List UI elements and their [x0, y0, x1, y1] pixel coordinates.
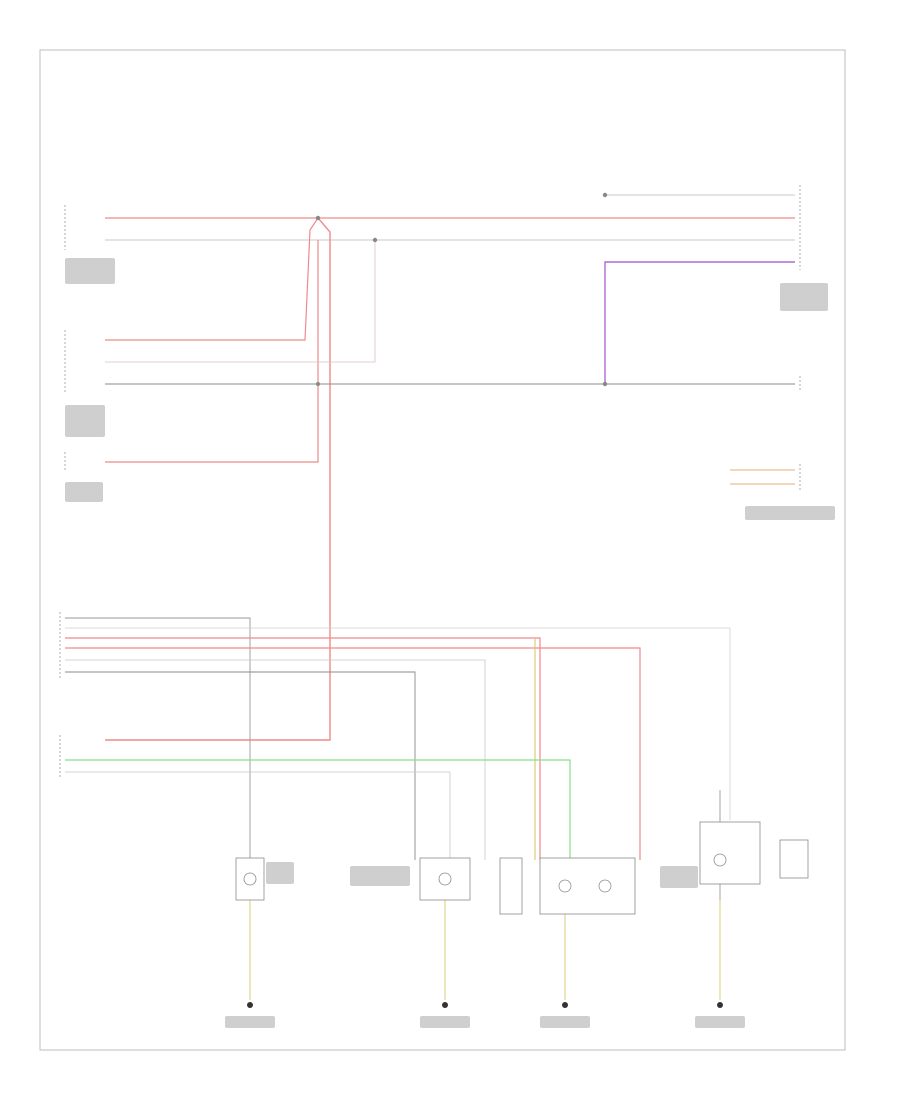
label-block-abs [65, 405, 105, 437]
diagram-frame [39, 49, 846, 1051]
splice-dark [602, 381, 608, 387]
label-block-lamp-center [350, 866, 410, 886]
ground-1 [247, 1002, 253, 1008]
bulb-4 [598, 879, 612, 893]
label-blocks [65, 258, 835, 1028]
label-block-ground-2 [420, 1016, 470, 1028]
label-block-lamp-left [266, 862, 294, 884]
wire-red-branch-2 [105, 240, 319, 463]
wire-bus-3 [65, 637, 541, 860]
label-block-ground-4 [695, 1016, 745, 1028]
splice-dark-2 [316, 382, 320, 386]
wire-bus-2 [65, 627, 731, 820]
label-block-ground-1 [225, 1016, 275, 1028]
label-block-brake-switch [780, 283, 828, 311]
bulb-1 [243, 872, 257, 886]
wire-green [65, 759, 571, 860]
lamp-housing-center [499, 857, 523, 915]
lamp-components [235, 821, 809, 915]
ground-4 [717, 1002, 723, 1008]
bulb-2 [438, 872, 452, 886]
lamp-housing-center-right [539, 857, 636, 915]
grounds [247, 1002, 723, 1008]
splice-grey [372, 237, 378, 243]
ground-2 [442, 1002, 448, 1008]
lamp-housing-center-left [419, 857, 471, 901]
wire-grey-low [65, 771, 451, 860]
bulb-5 [713, 853, 727, 867]
label-block-trans [65, 482, 103, 502]
label-block-lamp-right [660, 866, 698, 888]
wire-red-trunk [105, 217, 331, 741]
module-right [699, 821, 761, 885]
connectors [59, 185, 801, 778]
label-block-ecm [65, 258, 115, 284]
splices [315, 192, 608, 387]
wire-bus-1 [65, 617, 251, 860]
label-block-ground-3 [540, 1016, 590, 1028]
bulb-3 [558, 879, 572, 893]
lamp-housing-left [235, 857, 265, 901]
splice-top [315, 215, 321, 221]
wire-red-branch-1 [105, 217, 319, 341]
wire-grey-mid [105, 240, 376, 363]
ground-3 [562, 1002, 568, 1008]
wire-bus-6 [65, 671, 416, 860]
wire-bus-5 [65, 659, 486, 860]
splice-top-right [602, 192, 608, 198]
wire-purple [604, 261, 795, 382]
module-right-plug [779, 839, 809, 879]
wires [65, 194, 795, 1000]
label-block-instrument [745, 506, 835, 520]
wire-bus-4 [65, 647, 641, 860]
